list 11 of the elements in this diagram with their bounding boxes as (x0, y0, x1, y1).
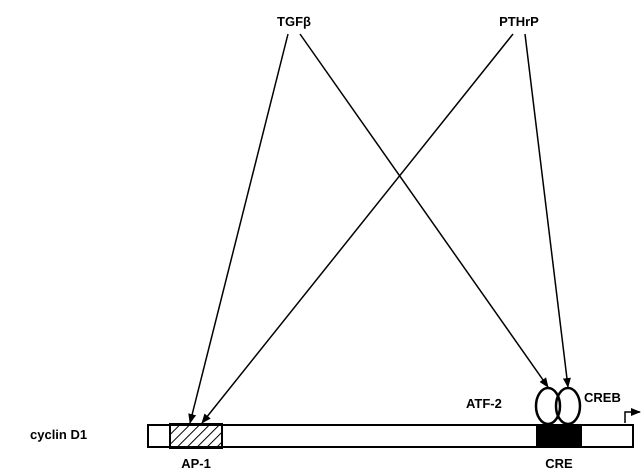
arrow (524, 34, 571, 388)
factor-label: TGFβ (272, 12, 316, 32)
arrow (299, 34, 549, 388)
protein-label: ATF-2 (466, 396, 502, 411)
arrow (188, 34, 289, 424)
factor-label: PTHrP (494, 12, 544, 32)
gene-label: cyclin D1 (30, 427, 88, 442)
element-label: CRE (544, 456, 574, 471)
protein-label: CREB (584, 390, 621, 405)
arrow (201, 34, 514, 424)
element-label: AP-1 (180, 456, 212, 471)
